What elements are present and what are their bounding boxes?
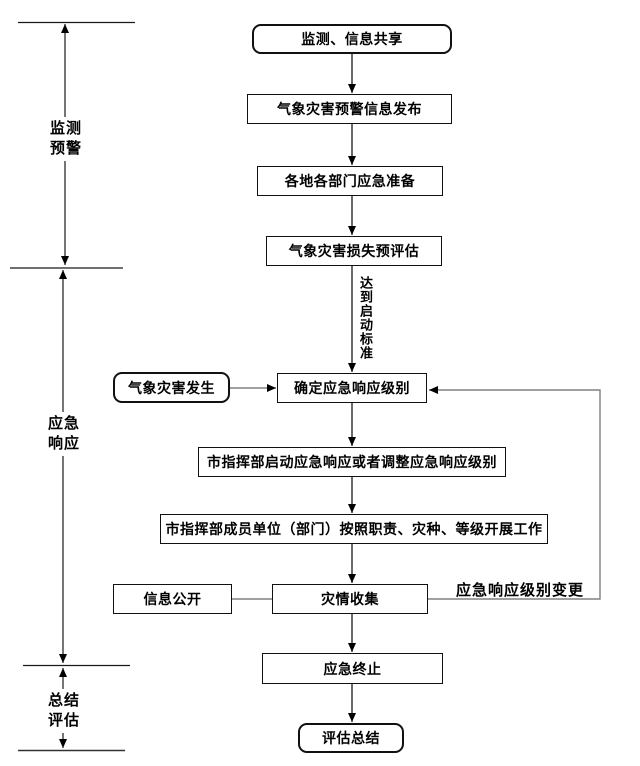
node-warning-release: 气象灾害预警信息发布 — [247, 94, 452, 124]
side-connectors — [230, 384, 601, 600]
node-disaster-collection: 灾情收集 — [272, 584, 428, 614]
node-start-response: 市指挥部启动应急响应或者调整应急响应级别 — [198, 447, 506, 477]
node-label: 气象灾害损失预评估 — [288, 243, 420, 259]
node-monitor-share: 监测、信息共享 — [252, 24, 452, 54]
node-response-end: 应急终止 — [262, 653, 443, 684]
phase-label-monitoring: 监测 预警 — [46, 117, 86, 161]
node-loss-preassessment: 气象灾害损失预评估 — [266, 236, 442, 266]
node-label: 各地各部门应急准备 — [284, 173, 416, 189]
node-label: 市指挥部成员单位（部门）按照职责、灾种、等级开展工作 — [165, 521, 543, 537]
phase-label-response: 应急 响应 — [44, 412, 84, 456]
node-label: 确定应急响应级别 — [294, 380, 410, 396]
edge-label-reach-threshold: 达到启动标准 — [358, 276, 373, 360]
phase-label-line: 响应 — [47, 435, 80, 452]
node-disaster-occurs: 气象灾害发生 — [113, 372, 230, 403]
node-members-work: 市指挥部成员单位（部门）按照职责、灾种、等级开展工作 — [160, 514, 548, 544]
node-determine-level: 确定应急响应级别 — [277, 373, 427, 403]
phase-label-line: 总结 — [47, 692, 80, 709]
node-label: 评估总结 — [322, 730, 380, 746]
phase-label-line: 评估 — [47, 712, 80, 729]
node-label: 信息公开 — [143, 591, 202, 607]
node-dept-preparation: 各地各部门应急准备 — [257, 166, 443, 196]
node-info-disclosure: 信息公开 — [113, 584, 232, 614]
node-label: 灾情收集 — [321, 591, 379, 607]
phase-label-summary: 总结 评估 — [44, 689, 84, 733]
phase-label-line: 监测 — [49, 120, 82, 137]
edge-label-level-change: 应急响应级别变更 — [456, 582, 585, 599]
node-evaluation-summary: 评估总结 — [298, 723, 404, 753]
node-label: 应急终止 — [323, 660, 382, 677]
node-label: 气象灾害预警信息发布 — [277, 101, 422, 117]
node-label: 市指挥部启动应急响应或者调整应急响应级别 — [207, 454, 497, 470]
phase-label-line: 应急 — [47, 415, 80, 432]
node-label: 监测、信息共享 — [301, 31, 403, 47]
node-label: 气象灾害发生 — [128, 379, 215, 396]
phase-label-line: 预警 — [49, 140, 82, 157]
